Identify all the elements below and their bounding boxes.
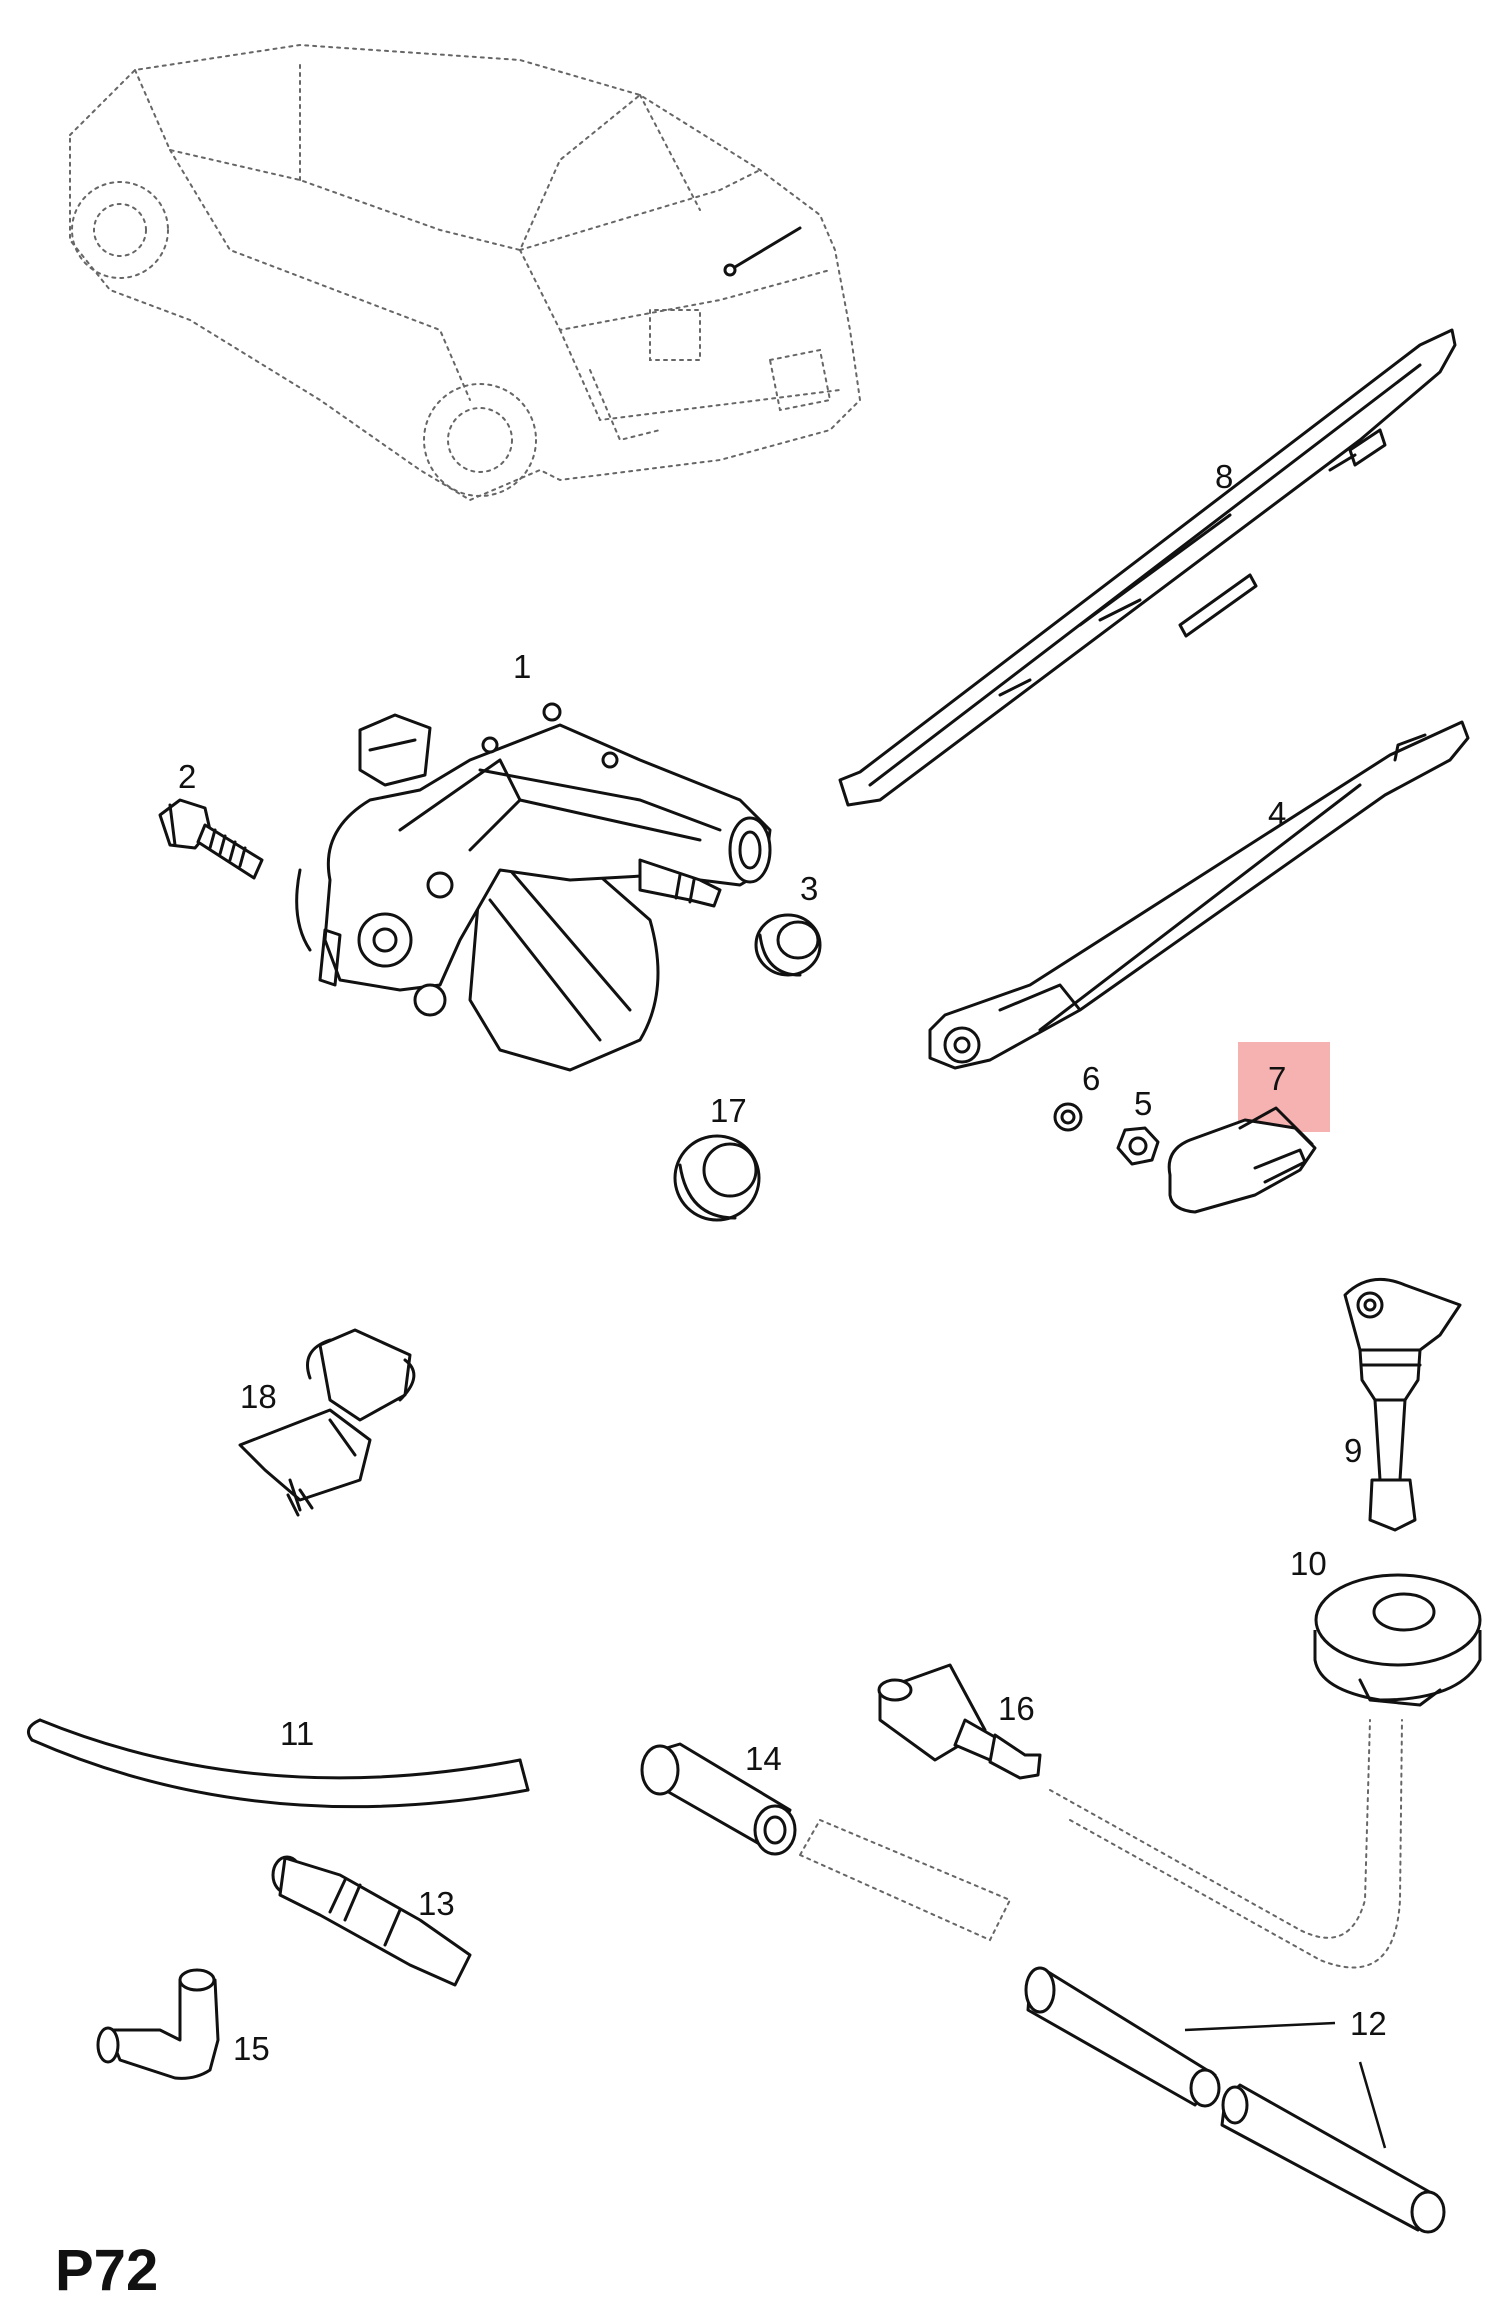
wiper-arm-part[interactable] bbox=[928, 720, 1470, 1070]
hose-clip-part[interactable] bbox=[238, 1328, 416, 1517]
hose-11-part[interactable] bbox=[26, 1718, 530, 1809]
callout-18: 18 bbox=[240, 1378, 277, 1415]
bolt-part[interactable] bbox=[158, 798, 264, 880]
callout-11: 11 bbox=[280, 1715, 314, 1752]
callout-1: 1 bbox=[513, 648, 531, 685]
callout-2: 2 bbox=[178, 758, 196, 795]
hose-12-part[interactable] bbox=[1024, 1966, 1446, 2234]
grommet-17-part[interactable] bbox=[673, 1134, 761, 1222]
elbow-connector-part[interactable] bbox=[96, 1968, 220, 2080]
washer-nozzle-part[interactable] bbox=[1343, 1277, 1462, 1532]
wiper-motor-part[interactable] bbox=[295, 702, 772, 1072]
callout-4: 4 bbox=[1268, 795, 1286, 832]
hose-connector-part[interactable] bbox=[271, 1855, 472, 1987]
callout-12: 12 bbox=[1350, 2005, 1387, 2042]
washer-part[interactable] bbox=[1053, 1102, 1083, 1132]
arm-cover-cap-part[interactable] bbox=[1167, 1042, 1330, 1214]
callout-7: 7 bbox=[1268, 1060, 1286, 1097]
callout-3: 3 bbox=[800, 870, 818, 907]
nozzle-grommet-part[interactable] bbox=[1313, 1573, 1482, 1707]
callout-15: 15 bbox=[233, 2030, 270, 2067]
callout-17: 17 bbox=[710, 1092, 747, 1129]
callout-14: 14 bbox=[745, 1740, 782, 1777]
callout-10: 10 bbox=[1290, 1545, 1327, 1582]
check-valve-part[interactable] bbox=[877, 1663, 1042, 1780]
vehicle-reference-sketch bbox=[69, 43, 862, 502]
ghost-hose-path bbox=[798, 1719, 1403, 1969]
hose-sleeve-part[interactable] bbox=[640, 1742, 797, 1856]
callout-labels: 1 2 3 4 5 6 7 8 9 10 11 12 13 14 15 16 1… bbox=[178, 458, 1387, 2067]
callout-8: 8 bbox=[1215, 458, 1233, 495]
callout-13: 13 bbox=[418, 1885, 455, 1922]
page-code: P72 bbox=[55, 2238, 158, 2303]
callout-5: 5 bbox=[1134, 1085, 1152, 1122]
callout-16: 16 bbox=[998, 1690, 1035, 1727]
callout-6: 6 bbox=[1082, 1060, 1100, 1097]
grommet-3-part[interactable] bbox=[754, 913, 822, 977]
nut-part[interactable] bbox=[1116, 1126, 1160, 1166]
callout-9: 9 bbox=[1344, 1432, 1362, 1469]
wiper-blade-part[interactable] bbox=[838, 328, 1457, 807]
